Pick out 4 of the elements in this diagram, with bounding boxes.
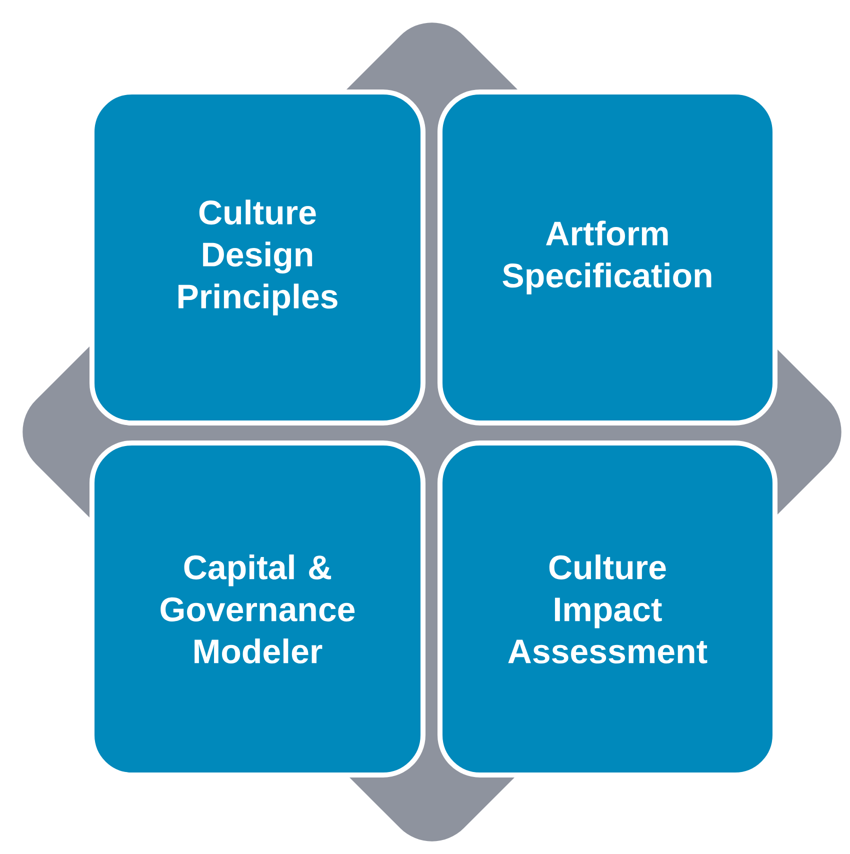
tile-box: Culture Impact Assessment [438,440,778,778]
tile-box: Culture Design Principles [90,90,426,426]
tile-box: Artform Specification [438,90,778,426]
tile-box: Capital & Governance Modeler [90,440,426,778]
